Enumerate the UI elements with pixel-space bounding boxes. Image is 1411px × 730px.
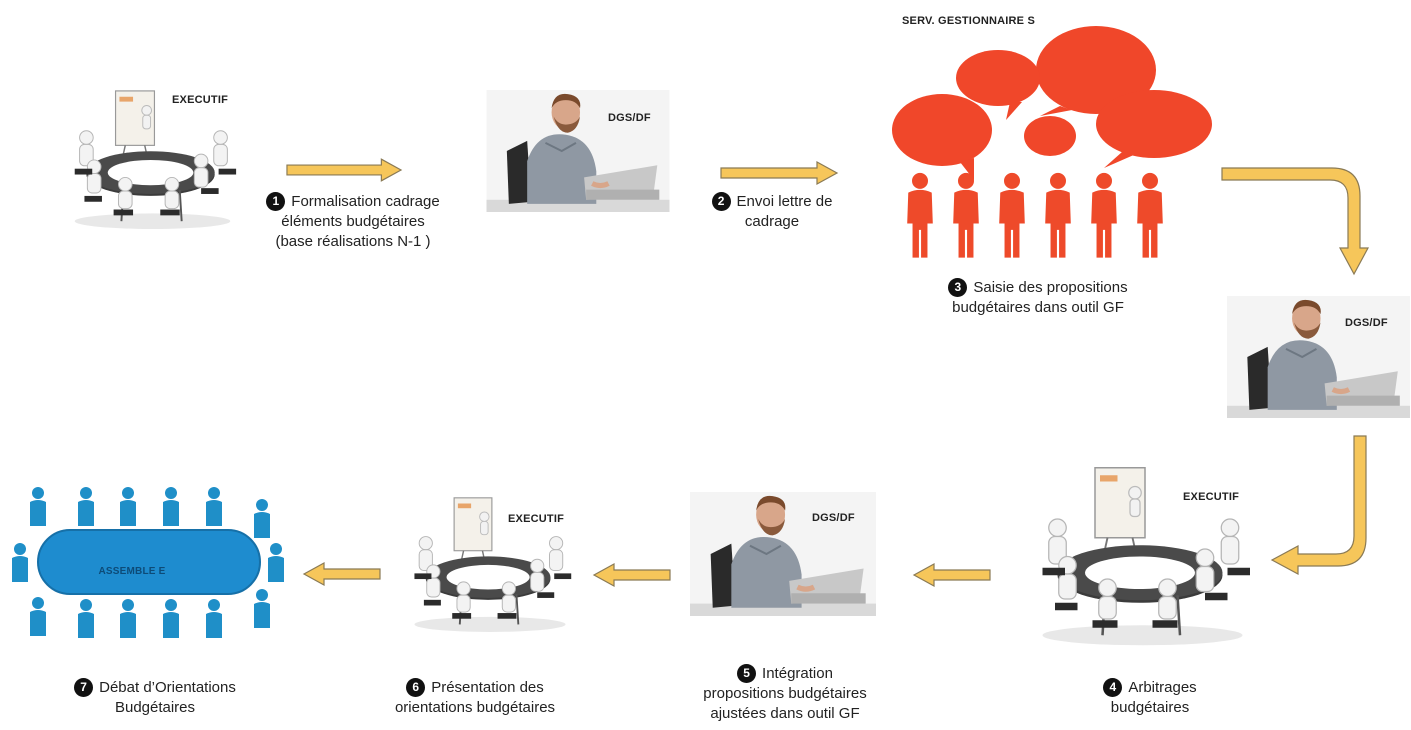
meeting-table-icon: [413, 496, 573, 633]
computer-worker-icon: [688, 492, 878, 616]
step-6-caption: 6 Présentation des orientations budgétair…: [375, 678, 575, 718]
arrow-right-icon: [286, 158, 402, 182]
step-text-line: Débat d’Orientations: [99, 679, 236, 696]
step-text-line: Intégration: [762, 665, 833, 682]
step-text-line: Envoi lettre de: [736, 193, 833, 210]
dgs-df-label: DGS/DF: [608, 112, 651, 124]
arrow-corner-left-icon: [1270, 435, 1367, 576]
dgs-df-label: DGS/DF: [812, 512, 855, 524]
step-text-line: éléments budgétaires: [281, 213, 425, 230]
dgs-df-label: DGS/DF: [1345, 317, 1388, 329]
arrow-left-icon: [303, 562, 381, 586]
arrow-corner-down-icon: [1221, 167, 1370, 276]
step-text-line: (base réalisations N-1 ): [275, 233, 431, 250]
step-5-caption: 5 Intégration propositions budgétaires aj…: [680, 664, 890, 724]
speech-bubbles-icon: [892, 26, 1212, 180]
computer-worker-icon: [1226, 296, 1411, 418]
arrow-right-icon: [720, 161, 838, 185]
executif-label: EXECUTIF: [508, 513, 564, 525]
step-1-caption: 1 Formalisation cadrage éléments budgétai…: [248, 192, 458, 252]
step-text-line: orientations budgétaires: [394, 699, 556, 716]
meeting-table-icon: [1041, 466, 1252, 647]
executif-label: EXECUTIF: [172, 94, 228, 106]
computer-worker-icon: [483, 90, 673, 212]
step-text-line: Présentation des: [431, 679, 544, 696]
step-number: 1: [266, 192, 286, 211]
executif-label: EXECUTIF: [1183, 491, 1239, 503]
step-text-line: Saisie des propositions: [973, 279, 1128, 296]
step-text-line: Formalisation cadrage: [291, 193, 440, 210]
step-number: 6: [406, 678, 426, 697]
step-number: 4: [1103, 678, 1123, 697]
arrow-left-icon: [593, 563, 671, 587]
people-icon: [907, 172, 1163, 258]
step-text-line: budgétaires: [1110, 699, 1190, 716]
step-number: 3: [948, 278, 968, 297]
assemblee-label: ASSEMBLE E: [98, 566, 166, 577]
step-2-caption: 2 Envoi lettre de cadrage: [692, 192, 852, 232]
serv-gestionnaires-label: SERV. GESTIONNAIRE S: [902, 15, 1035, 27]
step-text-line: propositions budgétaires: [703, 685, 867, 702]
step-4-caption: 4 Arbitrages budgétaires: [1080, 678, 1220, 718]
arrow-left-icon: [913, 563, 991, 587]
step-number: 5: [737, 664, 757, 683]
step-7-caption: 7 Débat d’Orientations Budgétaires: [50, 678, 260, 718]
step-number: 7: [74, 678, 94, 697]
step-text-line: budgétaires dans outil GF: [952, 299, 1124, 316]
step-3-caption: 3 Saisie des propositions budgétaires dan…: [918, 278, 1158, 318]
step-text-line: Budgétaires: [114, 699, 196, 716]
step-text-line: cadrage: [744, 213, 800, 230]
assembly-table-icon: [12, 487, 284, 638]
step-text-line: ajustées dans outil GF: [710, 705, 860, 722]
step-number: 2: [711, 192, 731, 211]
step-text-line: Arbitrages: [1128, 679, 1197, 696]
